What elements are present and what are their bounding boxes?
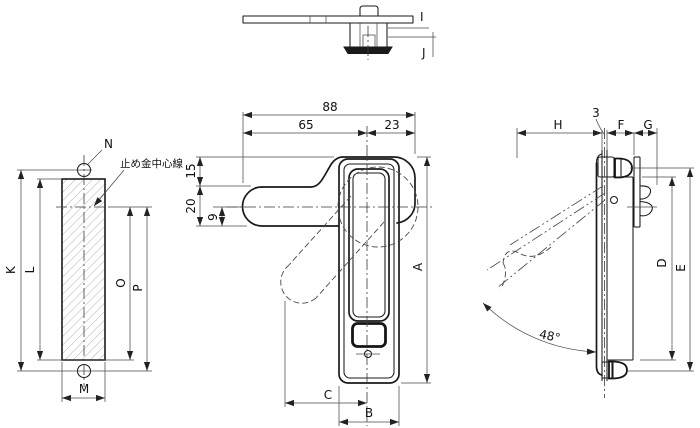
dim-label-h: H xyxy=(553,118,562,132)
note-latch-centerline: 止め金中心線 xyxy=(120,157,183,170)
side-dimension-lines xyxy=(517,129,694,371)
note-leader-line xyxy=(93,169,125,207)
wing-screw-upper xyxy=(639,185,652,200)
side-view: H 3 F G D E 48° xyxy=(482,106,694,398)
dim-label-d: D xyxy=(655,258,669,267)
dim-label-n: N xyxy=(104,137,113,151)
left-view-dimension-lines xyxy=(17,170,151,402)
dim-label-i: I xyxy=(420,10,424,24)
latch-bar-profile xyxy=(242,15,414,24)
dim-label-m: M xyxy=(79,382,89,396)
wing-screw-lower xyxy=(639,200,653,217)
left-view: N 止め金中心線 K L O P M xyxy=(4,137,183,402)
dim-label-c: C xyxy=(324,388,332,402)
dim-label-48deg: 48° xyxy=(538,327,562,345)
dim-label-23: 23 xyxy=(384,118,399,132)
dim-label-a: A xyxy=(411,262,425,271)
top-view-part-outline xyxy=(242,5,414,60)
dim-label-g: G xyxy=(643,118,652,132)
dim-label-o: O xyxy=(114,278,128,287)
latch-keeper-section xyxy=(61,178,106,361)
dim-label-f: F xyxy=(618,118,625,132)
handle-edge-profile xyxy=(595,153,619,376)
dim-label-3: 3 xyxy=(592,106,600,120)
dim-label-p: P xyxy=(131,284,145,291)
dim-label-k: K xyxy=(4,265,18,274)
body-outline xyxy=(338,158,400,384)
dim-label-15: 15 xyxy=(184,163,198,178)
dim-label-j: J xyxy=(421,46,426,60)
front-extension-lines xyxy=(196,112,431,426)
dim-label-20: 20 xyxy=(184,198,198,213)
front-dimension-lines xyxy=(196,111,431,426)
panel-thickness-leader xyxy=(595,118,605,135)
latch-body-profile xyxy=(607,156,657,361)
lock-button xyxy=(351,322,387,348)
top-tab-profile xyxy=(359,5,379,16)
top-view-dimension-lines xyxy=(388,27,436,57)
dim-label-65: 65 xyxy=(298,118,313,132)
dim-label-88: 88 xyxy=(322,100,337,114)
panel-lines xyxy=(601,128,608,398)
side-open-phantom xyxy=(486,185,606,290)
bottom-clamp-nut xyxy=(601,360,628,380)
top-clamp-nut xyxy=(597,156,633,179)
top-view: I J xyxy=(242,5,436,60)
front-view: 88 65 23 15 20 9 A B C xyxy=(184,100,432,426)
dim-label-9: 9 xyxy=(206,213,220,221)
dim-label-l: L xyxy=(23,266,37,273)
swing-angle-arc xyxy=(482,302,597,355)
grip-recess xyxy=(348,168,390,322)
dim-label-e: E xyxy=(674,264,688,272)
n-leader-line xyxy=(87,149,103,165)
dim-label-b: B xyxy=(365,406,373,420)
handle-outline xyxy=(241,156,416,227)
pivot-pin xyxy=(609,195,619,205)
